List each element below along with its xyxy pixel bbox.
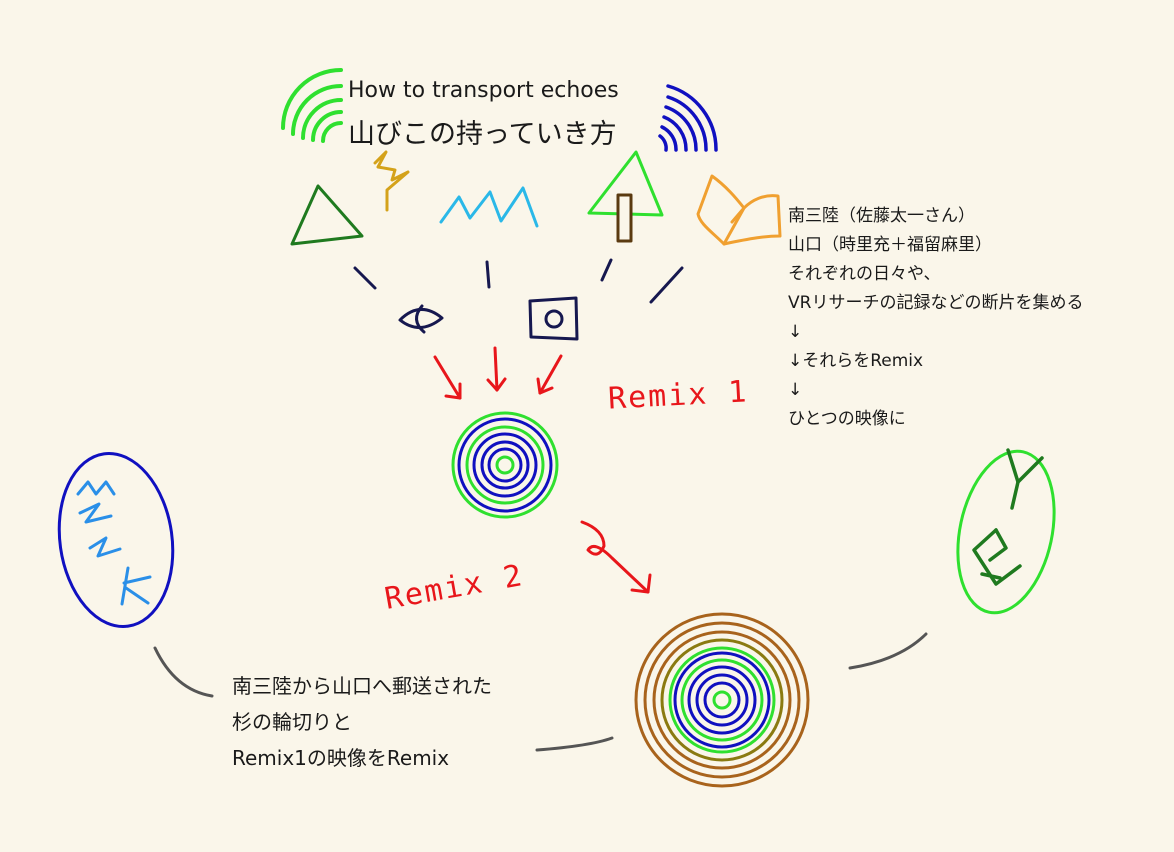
process-notes: 南三陸（佐藤太一さん） 山口（時里充＋福留麻里） それぞれの日々や、 VRリサー…: [788, 202, 1083, 434]
note-line: 杉の輪切りと: [232, 710, 352, 734]
camera-icon: [528, 296, 579, 341]
note-line: それぞれの日々や、: [788, 264, 941, 284]
eye-icon: [398, 304, 444, 334]
note-line: ↓それらをRemix: [788, 351, 924, 371]
note-line: ひとつの映像に: [788, 409, 906, 429]
green-oval-icon: [956, 448, 1056, 615]
note-arrow: ↓: [788, 322, 803, 342]
note-line: 山口（時里充＋福留麻里）: [788, 235, 992, 255]
note-line: 南三陸（佐藤太一さん）: [788, 206, 975, 226]
green-echo-arcs-icon: [281, 68, 343, 143]
triangle-mountain-icon: [290, 184, 364, 246]
red-arrows: [433, 346, 652, 594]
zigzag-waves-icon: [439, 186, 539, 228]
tree-icon: [587, 150, 664, 243]
lightning-icon: [373, 150, 410, 212]
note-line: 南三陸から山口へ郵送された: [232, 674, 492, 698]
radiating-lines: [353, 258, 684, 304]
note-line: Remix1の映像をRemix: [232, 746, 450, 770]
grey-connectors: [153, 632, 928, 752]
note-arrow: ↓: [788, 380, 803, 400]
remix-2-notes: 南三陸から山口へ郵送された 杉の輪切りと Remix1の映像をRemix: [232, 668, 492, 776]
title-english: How to transport echoes: [348, 78, 619, 103]
remix-1-label: Remix 1: [607, 374, 750, 417]
tree-rings-icon: [634, 612, 810, 788]
note-line: VRリサーチの記録などの断片を集める: [788, 293, 1084, 313]
blue-oval-icon: [57, 451, 175, 629]
open-book-icon: [696, 174, 782, 246]
small-rings-icon: [451, 411, 559, 519]
blue-echo-arcs-icon: [658, 84, 718, 152]
title-japanese: 山びこの持っていき方: [348, 119, 617, 150]
